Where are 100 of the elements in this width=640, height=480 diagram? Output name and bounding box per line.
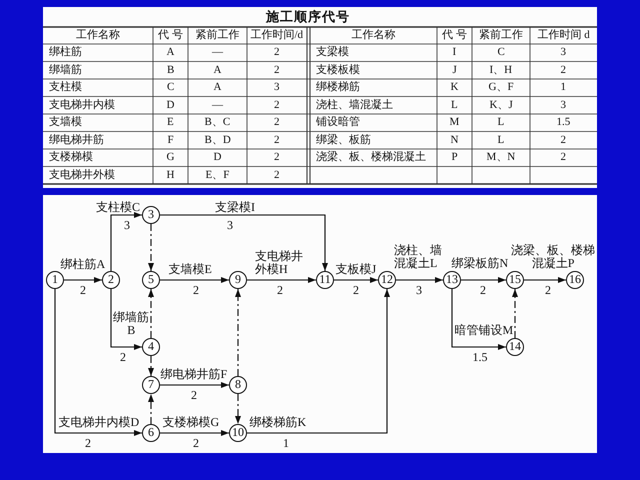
column-header: 工作时间/d <box>250 29 304 42</box>
arrow <box>64 277 102 283</box>
predecessor-code: L <box>498 134 504 147</box>
duration-label: 2 <box>193 437 199 450</box>
dashed-arrow <box>235 289 241 376</box>
activity-label: 支板模J <box>336 263 376 276</box>
activity-label: 支墙模E <box>168 263 212 276</box>
work-name: 绑墙筋 <box>49 64 82 77</box>
dashed-arrow <box>148 356 154 376</box>
activity-label: 绑柱筋A <box>60 258 106 271</box>
arrow <box>110 289 142 350</box>
work-duration: 2 <box>274 168 280 182</box>
duration-label: 3 <box>416 284 422 297</box>
dashed-arrow <box>512 289 518 338</box>
predecessor-code: L <box>498 116 504 130</box>
column-header: 代 号 <box>442 29 467 42</box>
predecessor-code: C <box>498 46 505 60</box>
activity-label: 支电梯井内模D <box>58 416 140 429</box>
work-name: 支梁模 <box>316 46 349 60</box>
arrow <box>160 382 229 388</box>
predecessor-code: A <box>214 81 222 94</box>
duration-label: 1 <box>283 437 289 450</box>
activity-label: 支梁模I <box>215 201 255 214</box>
work-code: P <box>452 151 458 164</box>
activity-label: 绑墙筋B <box>112 311 150 337</box>
predecessor-code: E、F <box>206 168 230 182</box>
work-code: C <box>167 81 174 94</box>
duration-label: 2 <box>85 437 91 450</box>
duration-label: 2 <box>191 389 197 402</box>
arrow <box>54 289 142 436</box>
duration-label: 3 <box>124 219 130 232</box>
work-duration: 2 <box>274 151 280 164</box>
activity-label: 浇柱、墙混凝土L <box>394 244 443 270</box>
arrow <box>247 289 390 434</box>
duration-label: 2 <box>353 284 359 297</box>
predecessor-code: — <box>212 98 223 112</box>
column-header: 紧前工作 <box>479 29 523 42</box>
work-name: 支楼梯模 <box>49 151 93 164</box>
work-name: 浇柱、墙混凝土 <box>316 98 393 112</box>
work-duration: 1 <box>560 81 566 94</box>
work-code: J <box>452 64 457 77</box>
activity-label: 支电梯井外模H <box>255 250 304 276</box>
duration-label: 2 <box>193 284 199 297</box>
predecessor-code: B、D <box>204 134 231 147</box>
predecessor-code: G、F <box>488 81 514 94</box>
duration-label: 2 <box>480 284 486 297</box>
activity-label: 暗管铺设M <box>454 324 514 337</box>
work-code: H <box>166 168 174 182</box>
arrow <box>461 277 506 283</box>
arrow <box>334 277 378 283</box>
work-code: F <box>168 134 174 147</box>
activity-label: 绑梁板筋N <box>452 257 508 270</box>
work-duration: 3 <box>560 46 566 60</box>
work-duration: 2 <box>560 151 566 164</box>
arrow <box>524 277 566 283</box>
predecessor-code: I、H <box>490 64 512 77</box>
activity-label: 支柱模C <box>96 201 140 214</box>
arrow <box>160 277 229 283</box>
work-code: K <box>450 81 458 94</box>
table-title: 施工顺序代号 <box>266 9 350 25</box>
predecessor-code: K、J <box>490 98 513 112</box>
work-name: 铺设暗管 <box>316 116 360 130</box>
work-code: L <box>451 98 458 112</box>
work-name: 绑柱筋 <box>49 46 82 60</box>
work-name: 支墙模 <box>49 116 82 130</box>
activity-label: 支楼梯模G <box>162 416 220 429</box>
dashed-arrow <box>148 289 154 338</box>
work-duration: 2 <box>560 64 566 77</box>
arrow <box>110 212 142 271</box>
arrow <box>160 214 328 271</box>
column-header: 紧前工作 <box>196 29 240 42</box>
work-duration: 1.5 <box>556 116 570 130</box>
work-duration: 3 <box>274 81 280 94</box>
work-code: E <box>167 116 174 130</box>
duration-label: 2 <box>545 284 551 297</box>
work-name: 绑楼梯筋 <box>316 81 360 94</box>
arrow <box>247 277 316 283</box>
arrow <box>160 430 229 436</box>
activity-label: 绑电梯井筋F <box>160 368 228 381</box>
work-name: 支电梯井外模 <box>49 168 115 182</box>
work-code: D <box>166 98 174 112</box>
work-name: 绑电梯井筋 <box>49 134 104 147</box>
work-duration: 2 <box>274 116 280 130</box>
column-header: 代 号 <box>158 29 183 42</box>
work-code: N <box>450 134 458 147</box>
work-duration: 2 <box>560 134 566 147</box>
duration-label: 2 <box>120 351 126 364</box>
work-duration: 2 <box>274 134 280 147</box>
work-name: 支楼板模 <box>316 64 360 77</box>
duration-label: 2 <box>277 284 283 297</box>
arrow <box>451 289 506 350</box>
column-header: 工作名称 <box>76 29 120 42</box>
work-code: B <box>167 64 174 77</box>
work-duration: 2 <box>274 98 280 112</box>
column-header: 工作时间 d <box>538 29 590 42</box>
work-code: I <box>452 46 456 60</box>
predecessor-code: B、C <box>204 116 230 130</box>
work-name: 浇梁、板、楼梯混凝土 <box>316 151 426 164</box>
work-name: 绑梁、板筋 <box>316 134 371 147</box>
work-code: A <box>166 46 174 60</box>
